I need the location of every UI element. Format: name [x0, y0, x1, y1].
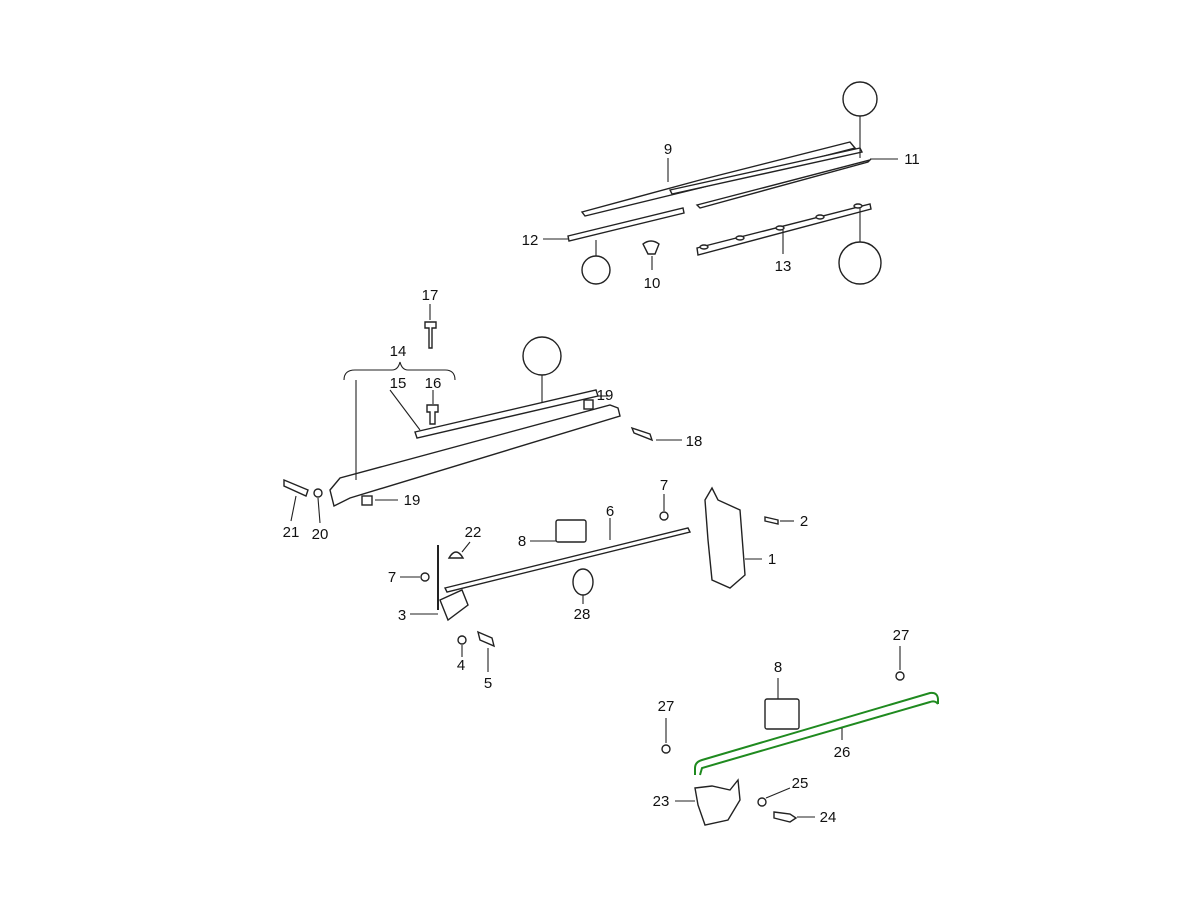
label-5: 5	[484, 675, 492, 692]
label-1: 1	[768, 551, 776, 568]
label-7: 7	[660, 477, 668, 494]
label-3: 3	[398, 607, 406, 624]
clip-10	[642, 240, 660, 255]
label-23: 23	[653, 793, 670, 810]
label-27: 27	[893, 627, 910, 644]
washer-4	[457, 635, 467, 645]
label-2: 2	[800, 513, 808, 530]
detail-circle-a	[842, 81, 878, 117]
label-20: 20	[312, 526, 329, 543]
lever-3	[439, 589, 469, 622]
pad-8b	[764, 698, 800, 730]
washer-7	[659, 511, 669, 521]
lock-23	[694, 778, 741, 826]
label-10: 10	[644, 275, 661, 292]
detail-circle-b	[581, 255, 611, 285]
trim-strip-9	[580, 141, 864, 217]
label-25: 25	[792, 775, 809, 792]
label-9: 9	[664, 141, 672, 158]
rod-26-highlighted	[694, 691, 939, 776]
rail-14	[329, 404, 621, 508]
clip-19	[583, 399, 594, 410]
label-13: 13	[775, 258, 792, 275]
rod-6	[443, 527, 692, 593]
label-15: 15	[390, 375, 407, 392]
cap-22	[447, 551, 465, 559]
label-27: 27	[658, 698, 675, 715]
label-19: 19	[597, 387, 614, 404]
washer-27	[895, 671, 905, 681]
trim-strip-13	[696, 203, 872, 256]
plug-28	[572, 568, 594, 596]
label-21: 21	[283, 524, 300, 541]
washer-7b	[420, 572, 430, 582]
screw-18	[630, 426, 654, 442]
label-26: 26	[834, 744, 851, 761]
label-12: 12	[522, 232, 539, 249]
detail-circle-d	[522, 336, 562, 376]
label-14: 14	[390, 343, 407, 360]
screw-2	[764, 516, 779, 525]
label-24: 24	[820, 809, 837, 826]
washer-27b	[661, 744, 671, 754]
door-lock-1	[704, 486, 746, 589]
label-11: 11	[904, 151, 920, 168]
screw-21	[283, 478, 309, 497]
label-8: 8	[774, 659, 782, 676]
bolt-5	[476, 630, 496, 648]
bolt-24	[773, 811, 798, 823]
label-17: 17	[422, 287, 439, 304]
label-7: 7	[388, 569, 396, 586]
label-22: 22	[465, 524, 482, 541]
label-4: 4	[457, 657, 465, 674]
label-28: 28	[574, 606, 591, 623]
trim-strip-11	[695, 158, 873, 209]
label-18: 18	[686, 433, 703, 450]
washer-20	[313, 488, 323, 498]
washer-25	[757, 797, 767, 807]
label-19: 19	[404, 492, 421, 509]
label-6: 6	[606, 503, 614, 520]
clip-19b	[361, 495, 373, 506]
label-16: 16	[425, 375, 442, 392]
screw-17	[424, 321, 437, 349]
pad-8	[555, 519, 587, 543]
bolt-16	[426, 404, 439, 425]
detail-circle-c	[838, 241, 882, 285]
label-8: 8	[518, 533, 526, 550]
trim-strip-12	[567, 207, 685, 242]
